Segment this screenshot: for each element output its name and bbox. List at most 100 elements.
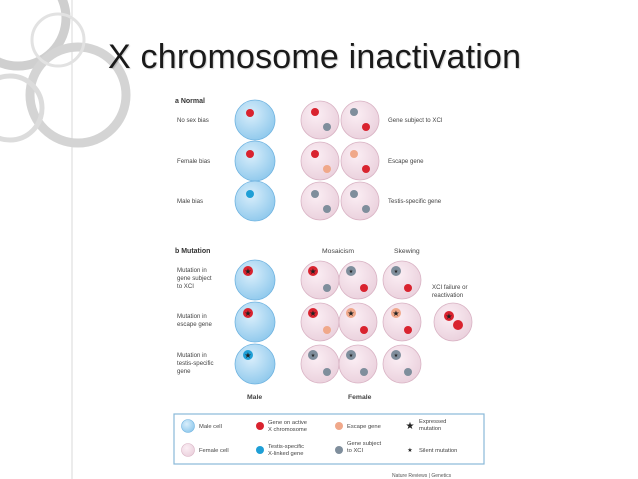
expressed-mutation-star: ★: [244, 309, 251, 318]
active-gene-dot: [246, 150, 254, 158]
male-cell: [234, 180, 276, 222]
female-cell: [300, 344, 340, 384]
active-gene-dot: [404, 326, 412, 334]
row-label-mutation-testis-line-1: Mutation in: [177, 352, 207, 359]
legend-active-gene-swatch: [256, 422, 264, 430]
expressed-mutation-star: ★: [309, 267, 316, 276]
row-label-male-bias: Male bias: [177, 198, 203, 205]
silent-mutation-star: ★: [311, 353, 316, 359]
male-cell: [234, 140, 276, 182]
silent-mutation-star: ★: [394, 269, 399, 275]
female-cell: [382, 302, 422, 342]
expressed-mutation-star: ★: [244, 351, 251, 360]
active-gene-dot: [243, 266, 253, 276]
note-testis-specific-gene: Testis-specific gene: [388, 198, 442, 205]
xci-gene-dot: [350, 108, 358, 116]
legend-expressed-mutation-label-line-1: Expressed: [419, 419, 446, 425]
silent-mutation-star: ★: [394, 353, 399, 359]
silent-mutation-star: ★: [349, 353, 354, 359]
xci-gene-dot: [323, 123, 331, 131]
legend-escape-gene-label: Escape gene: [347, 424, 381, 430]
xci-gene-dot: [311, 190, 319, 198]
female-cell: [340, 141, 380, 181]
row-label-mutation-xci-line-2: gene subject: [177, 275, 212, 282]
header-mosaicism: Mosaicism: [322, 248, 354, 255]
active-gene-dot: [360, 326, 368, 334]
xci-gene-dot: [404, 368, 412, 376]
male-cell: [234, 99, 276, 141]
label-male: Male: [247, 394, 262, 401]
escape-gene-dot: [391, 308, 401, 318]
expressed-mutation-star: ★: [309, 309, 316, 318]
escape-gene-dot: [323, 165, 331, 173]
row-label-mutation-escape-line-1: Mutation in: [177, 313, 207, 320]
xci-gene-dot: [323, 284, 331, 292]
active-gene-dot: [362, 123, 370, 131]
legend-silent-mutation-star: ★: [407, 447, 412, 454]
legend-male-cell-label: Male cell: [199, 424, 222, 430]
note-gene-subject-to-xci: Gene subject to XCI: [388, 117, 443, 124]
active-gene-dot: [308, 308, 318, 318]
decorative-ring-4: [30, 12, 86, 68]
xci-gene-dot: [391, 266, 401, 276]
female-cell: [300, 141, 340, 181]
row-label-no-sex-bias: No sex bias: [177, 117, 209, 124]
female-cell: [300, 181, 340, 221]
legend-silent-mutation-label: Silent mutation: [419, 448, 457, 454]
note-xci-failure-line-1: XCI failure or: [432, 284, 468, 291]
male-cell: [234, 343, 276, 385]
female-cell: [382, 344, 422, 384]
legend-escape-gene-swatch: [335, 422, 343, 430]
active-gene-dot: [243, 308, 253, 318]
male-cell: [234, 259, 276, 301]
male-cell: [234, 301, 276, 343]
female-cell: [340, 100, 380, 140]
silent-mutation-star: ★: [349, 269, 354, 275]
row-label-mutation-escape-line-2: escape gene: [177, 321, 213, 328]
xci-figure: a Normal No sex bias Gene subject to XCI…: [173, 98, 485, 479]
legend-xci-gene-label-line-1: Gene subject: [347, 441, 382, 447]
female-cell: [300, 260, 340, 300]
female-cell: [433, 302, 473, 342]
row-label-mutation-testis-line-2: testis-specific: [177, 360, 214, 367]
header-skewing: Skewing: [394, 248, 420, 255]
testis-gene-dot: [243, 350, 253, 360]
legend-female-cell-label: Female cell: [199, 448, 229, 454]
active-gene-dot: [404, 284, 412, 292]
escape-gene-dot: [323, 326, 331, 334]
note-escape-gene: Escape gene: [388, 158, 424, 165]
female-cell: [300, 100, 340, 140]
xci-gene-dot: [362, 205, 370, 213]
female-cell: [338, 344, 378, 384]
xci-gene-dot: [350, 190, 358, 198]
row-label-mutation-xci-line-3: to XCI: [177, 283, 194, 290]
testis-gene-dot: [246, 190, 254, 198]
legend-expressed-mutation-label-line-2: mutation: [419, 426, 441, 432]
xci-gene-dot: [323, 205, 331, 213]
legend-expressed-mutation-star: ★: [406, 421, 415, 432]
active-gene-dot: [246, 109, 254, 117]
legend-active-gene-label-line-1: Gene on active: [268, 420, 307, 426]
note-xci-failure-line-2: reactivation: [432, 292, 463, 299]
active-gene-dot: [311, 150, 319, 158]
female-cell: [338, 302, 378, 342]
legend-active-gene-label-line-2: X chromosome: [268, 427, 307, 433]
escape-gene-dot: [350, 150, 358, 158]
section-a-label: a Normal: [175, 98, 205, 105]
figure-credit: Nature Reviews | Genetics: [392, 473, 452, 479]
legend-xci-gene-swatch: [335, 446, 343, 454]
xci-gene-dot: [346, 266, 356, 276]
active-gene-dot: [444, 311, 454, 321]
escape-gene-dot: [346, 308, 356, 318]
xci-gene-dot: [308, 350, 318, 360]
active-gene-dot: [311, 108, 319, 116]
xci-gene-dot: [323, 368, 331, 376]
xci-gene-dot: [346, 350, 356, 360]
row-label-female-bias: Female bias: [177, 158, 210, 165]
legend-female-cell-swatch: [181, 443, 195, 457]
expressed-mutation-star: ★: [244, 267, 251, 276]
active-gene-dot: [308, 266, 318, 276]
legend-testis-gene-label-line-1: Testis-specific: [268, 444, 304, 450]
decorative-ring-2: [25, 42, 131, 148]
